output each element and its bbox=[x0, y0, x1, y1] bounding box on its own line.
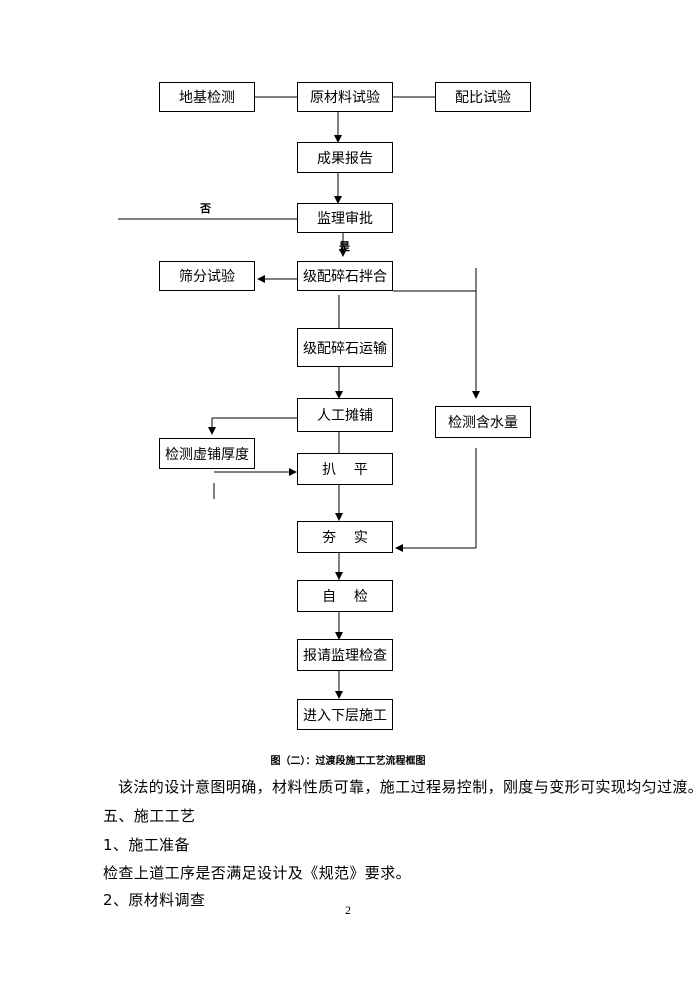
box-manual-spreading: 人工摊铺 bbox=[297, 398, 393, 432]
box-moisture-check: 检测含水量 bbox=[435, 406, 531, 438]
item-1-text: 检查上道工序是否满足设计及《规范》要求。 bbox=[103, 864, 412, 882]
body-paragraph: 该法的设计意图明确，材料性质可靠，施工过程易控制，刚度与变形可实现均匀过渡。 bbox=[118, 778, 696, 796]
page-number: 2 bbox=[345, 903, 351, 917]
box-gravel-mixing: 级配碎石拌合 bbox=[297, 261, 393, 291]
figure-caption: 图（二）：过渡段施工工艺流程框图 bbox=[270, 756, 426, 767]
process-flowchart: 地基检测 原材料试验 配比试验 成果报告 否 监理审批 是 筛分试验 级配碎石拌… bbox=[118, 82, 531, 730]
item-2-heading: 2、原材料调查 bbox=[103, 891, 206, 909]
box-next-layer: 进入下层施工 bbox=[297, 699, 393, 730]
label-no: 否 bbox=[200, 202, 211, 215]
box-material-test: 原材料试验 bbox=[297, 82, 393, 112]
box-self-check: 自 检 bbox=[297, 580, 393, 612]
section-heading: 五、施工工艺 bbox=[103, 807, 196, 825]
box-foundation-test: 地基检测 bbox=[159, 82, 255, 112]
box-supervisor-inspection: 报请监理检查 bbox=[297, 639, 393, 671]
item-1-heading: 1、施工准备 bbox=[103, 836, 190, 854]
box-gravel-transport: 级配碎石运输 bbox=[297, 328, 393, 367]
box-supervisor-approval: 监理审批 bbox=[297, 203, 393, 233]
label-yes: 是 bbox=[339, 240, 350, 253]
box-mix-test: 配比试验 bbox=[435, 82, 531, 112]
box-sieve-test: 筛分试验 bbox=[159, 261, 255, 291]
box-loose-thickness-check: 检测虚铺厚度 bbox=[159, 438, 255, 469]
box-compaction: 夯 实 bbox=[297, 521, 393, 553]
box-result-report: 成果报告 bbox=[297, 142, 393, 173]
box-leveling: 扒 平 bbox=[297, 453, 393, 485]
